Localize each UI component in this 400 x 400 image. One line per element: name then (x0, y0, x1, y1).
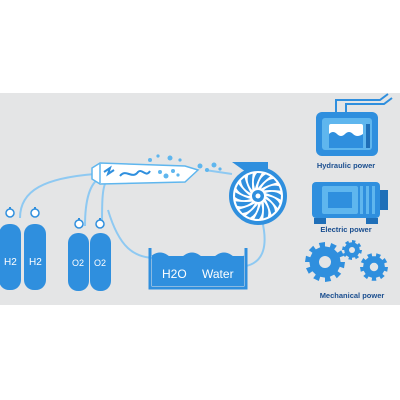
gas-cylinder-icon: O2 (68, 218, 89, 291)
turbine-blade (235, 201, 253, 207)
turbine-blade (261, 179, 277, 189)
reservoir-formula: H2O (162, 267, 187, 281)
turbine-blade (245, 204, 258, 218)
hydrogen-pipe (19, 173, 96, 219)
turbine-blade (236, 183, 250, 196)
pipes (19, 169, 266, 267)
electric-power-label: Electric power (320, 225, 371, 234)
water-inlet-pipe (107, 209, 153, 259)
turbine-blade (266, 196, 280, 209)
hydrogen-tank-label: H2 (29, 257, 42, 268)
turbine-blade (263, 185, 281, 191)
mechanical-power-label: Mechanical power (320, 291, 385, 300)
electric-motor-icon (312, 182, 388, 224)
turbine-blade (263, 201, 269, 219)
nozzle-to-turbine-pipe (204, 169, 233, 175)
water-tank-icon: H2O Water (148, 248, 248, 290)
oxygen-pipe (84, 177, 101, 227)
gas-cylinder-icon: H2 (0, 207, 21, 290)
gears-icon (305, 240, 388, 282)
hydrogen-tanks: H2 H2 (0, 207, 46, 290)
turbine-blade (258, 174, 271, 188)
hydraulic-power-label: Hydraulic power (317, 161, 375, 170)
oxygen-tank-label: O2 (72, 258, 84, 268)
turbine-to-reservoir-pipe (245, 219, 266, 267)
turbine-blade (239, 203, 255, 213)
reservoir-label: Water (202, 267, 234, 281)
turbine-icon (229, 162, 287, 225)
gear-hub (369, 262, 379, 272)
turbine-blade (265, 199, 275, 215)
turbine-blade (265, 191, 281, 200)
oxygen-tanks: O2 O2 (68, 218, 111, 291)
oxygen-tank-label: O2 (94, 258, 106, 268)
turbine-blade (254, 203, 263, 219)
gear-hub (319, 256, 331, 268)
turbine-blade (235, 192, 251, 201)
hydrogen-tank-label: H2 (4, 257, 17, 268)
gear-hub (349, 247, 355, 253)
gas-cylinder-icon: O2 (90, 218, 111, 291)
combustion-nozzle-icon (91, 154, 222, 185)
turbine-blade (247, 173, 253, 191)
turbine-blade (253, 173, 262, 189)
hydraulic-pump-icon (316, 93, 393, 156)
oxygen-pipe-2 (101, 181, 107, 227)
gas-cylinder-icon: H2 (24, 207, 46, 290)
turbine-blade (241, 177, 251, 193)
